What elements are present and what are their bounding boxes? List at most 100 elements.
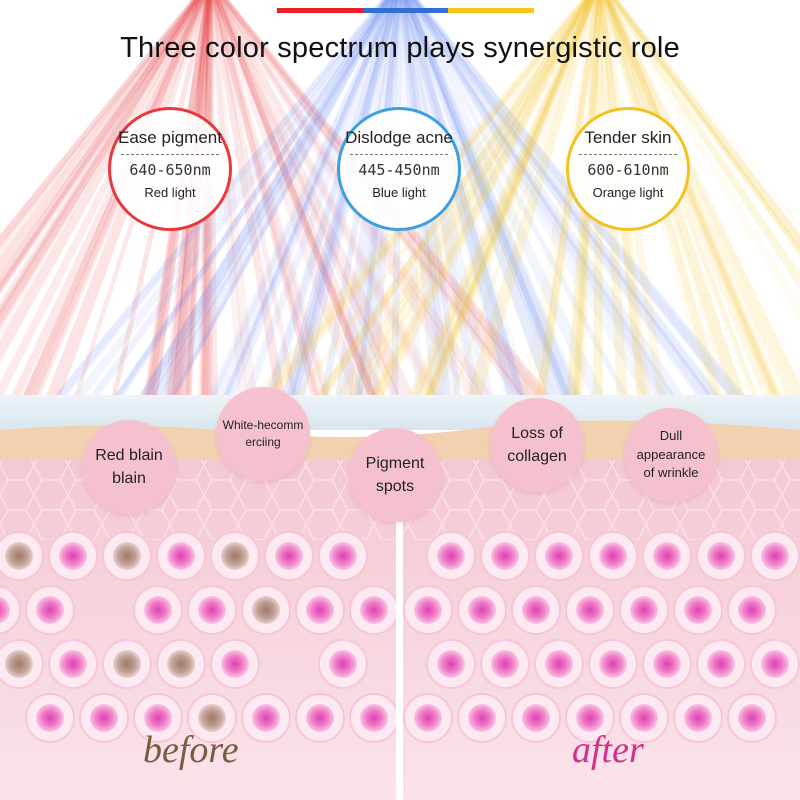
light-ray	[404, 0, 559, 395]
wavelength: 445-450nm	[358, 161, 440, 179]
cell-nucleus	[522, 596, 550, 624]
orange-light-circle: Tender skin 600-610nm Orange light	[566, 107, 690, 231]
spectrum-name: Tender skin	[584, 128, 672, 147]
light-ray	[212, 0, 328, 395]
light-ray	[410, 0, 675, 395]
cell-nucleus	[576, 704, 604, 732]
light-ray	[348, 0, 591, 395]
light-ray	[0, 0, 200, 296]
cell-nucleus	[275, 542, 303, 570]
light-ray	[208, 0, 257, 395]
light-ray	[411, 0, 712, 395]
light-ray	[73, 0, 388, 395]
light-ray	[212, 0, 317, 395]
cell-nucleus	[630, 596, 658, 624]
light-ray	[212, 0, 331, 395]
light-ray	[332, 0, 591, 395]
cell-nucleus	[144, 596, 172, 624]
cell-nucleus	[329, 650, 357, 678]
problem-label: Loss of collagen	[507, 424, 567, 465]
top-bar-blue	[364, 8, 448, 13]
problem-red-blain: Red blain blain	[82, 420, 176, 514]
light-ray	[0, 0, 200, 290]
light-ray	[411, 0, 721, 395]
cell-nucleus	[684, 596, 712, 624]
light-ray	[612, 0, 800, 250]
light-ray	[610, 0, 800, 290]
light-ray	[215, 0, 400, 395]
light-ray	[611, 0, 800, 255]
cell-nucleus	[113, 650, 141, 678]
light-ray	[354, 0, 592, 395]
cell-nucleus	[707, 542, 735, 570]
light-ray	[90, 0, 389, 395]
cell-nucleus	[414, 596, 442, 624]
light-ray	[214, 0, 385, 395]
light-ray	[139, 0, 391, 395]
light-ray	[611, 0, 800, 257]
light-ray	[409, 0, 669, 395]
light-ray	[214, 0, 376, 395]
cell-nucleus	[761, 650, 789, 678]
light-ray	[404, 0, 570, 395]
problem-loss-of-collagen: Loss of collagen	[490, 398, 584, 492]
cell-nucleus	[599, 542, 627, 570]
cell-nucleus	[684, 704, 712, 732]
cell-nucleus	[738, 596, 766, 624]
divider	[579, 154, 677, 155]
light-ray	[0, 0, 199, 275]
top-bar-red	[277, 8, 364, 13]
cell-nucleus	[522, 704, 550, 732]
light-ray	[411, 0, 711, 395]
light-ray	[402, 0, 525, 395]
cell-nucleus	[329, 542, 357, 570]
cell-nucleus	[653, 542, 681, 570]
before-label: before	[143, 729, 239, 771]
light-type: Blue light	[372, 185, 426, 200]
light-ray	[605, 0, 798, 395]
light-ray	[421, 0, 595, 395]
light-ray	[0, 0, 201, 330]
light-type: Orange light	[592, 185, 664, 200]
light-ray	[402, 0, 524, 395]
cell-nucleus	[576, 596, 604, 624]
wavelength: 600-610nm	[587, 161, 669, 179]
cell-nucleus	[599, 650, 627, 678]
light-ray	[408, 0, 653, 395]
light-ray	[0, 0, 198, 255]
light-ray	[286, 0, 399, 395]
light-ray	[369, 0, 593, 395]
problem-dull-wrinkle: Dull appearance of wrinkle	[624, 408, 718, 502]
light-ray	[608, 0, 800, 321]
light-ray	[536, 0, 601, 395]
cell-nucleus	[545, 650, 573, 678]
cell-nucleus	[5, 542, 33, 570]
cell-nucleus	[167, 542, 195, 570]
light-ray	[408, 0, 595, 395]
light-ray	[217, 0, 443, 395]
light-ray	[114, 0, 390, 395]
light-ray	[0, 0, 202, 363]
light-ray	[139, 0, 391, 395]
light-ray	[606, 0, 800, 395]
light-ray	[223, 0, 395, 395]
cell-nucleus	[221, 650, 249, 678]
light-ray	[424, 0, 595, 395]
light-ray	[404, 0, 578, 395]
light-ray	[212, 0, 320, 395]
light-ray	[217, 0, 438, 395]
page-title: Three color spectrum plays synergistic r…	[120, 32, 680, 64]
cell-nucleus	[5, 650, 33, 678]
light-ray	[605, 0, 781, 395]
cell-nucleus	[198, 704, 226, 732]
cell-nucleus	[144, 704, 172, 732]
cell-nucleus	[437, 650, 465, 678]
light-ray	[0, 0, 200, 295]
wavelength: 640-650nm	[129, 161, 211, 179]
divider	[121, 154, 219, 155]
divider	[350, 154, 448, 155]
light-ray	[243, 0, 396, 395]
light-ray	[411, 0, 595, 395]
cell-nucleus	[437, 542, 465, 570]
